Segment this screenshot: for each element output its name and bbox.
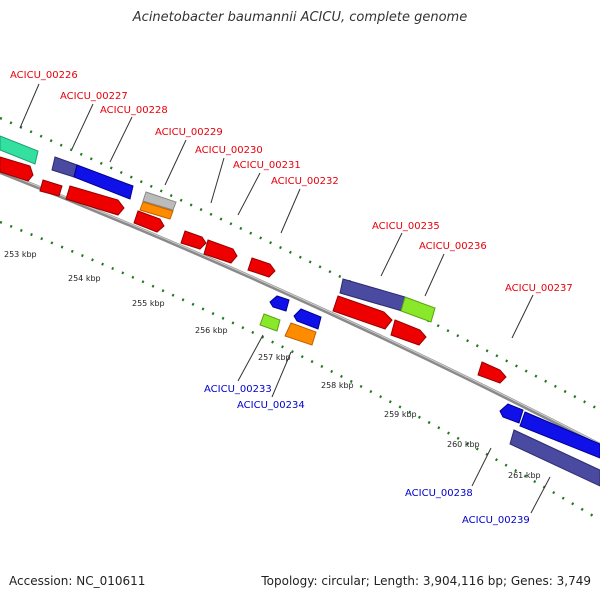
gene-feature[interactable] — [284, 322, 317, 346]
kbp-tick-label: 255 kbp — [132, 299, 165, 308]
leader-line — [530, 476, 551, 514]
gene-feature[interactable] — [180, 230, 207, 250]
leader-line — [19, 83, 40, 129]
kbp-tick-label: 257 kbp — [258, 353, 291, 362]
leader-line — [271, 351, 292, 398]
gene-label[interactable]: ACICU_00235 — [372, 221, 440, 232]
gene-feature[interactable] — [269, 295, 290, 312]
gene-label[interactable]: ACICU_00238 — [405, 488, 473, 499]
gene-feature[interactable] — [0, 156, 34, 182]
kbp-tick-label: 261 kbp — [508, 471, 541, 480]
inner-dotted-track — [0, 220, 600, 522]
kbp-tick-label: 258 kbp — [321, 381, 354, 390]
gene-feature[interactable] — [519, 411, 600, 459]
kbp-tick-label: 259 kbp — [384, 410, 417, 419]
leader-line — [164, 139, 187, 186]
gene-label[interactable]: ACICU_00228 — [100, 105, 168, 116]
kbp-tick-label: 253 kbp — [4, 250, 37, 259]
gene-label[interactable]: ACICU_00232 — [271, 176, 339, 187]
gene-feature[interactable] — [400, 296, 436, 323]
gene-feature[interactable] — [477, 361, 507, 384]
kbp-tick-label: 254 kbp — [68, 274, 101, 283]
gene-feature[interactable] — [293, 308, 322, 330]
kbp-tick-label: 256 kbp — [195, 326, 228, 335]
gene-label[interactable]: ACICU_00230 — [195, 145, 263, 156]
kbp-tick-label: 260 kbp — [447, 440, 480, 449]
gene-feature[interactable] — [390, 319, 427, 346]
leader-line — [237, 172, 261, 216]
gene-label[interactable]: ACICU_00231 — [233, 160, 301, 171]
gene-label[interactable]: ACICU_00237 — [505, 283, 573, 294]
gene-feature[interactable] — [133, 210, 165, 233]
gene-label[interactable]: ACICU_00236 — [419, 241, 487, 252]
gene-feature[interactable] — [51, 156, 78, 178]
gene-feature[interactable] — [509, 429, 600, 487]
reverse-gene-labels: ACICU_00233 ACICU_00234 ACICU_00238 ACIC… — [204, 384, 530, 526]
gene-label[interactable]: ACICU_00226 — [10, 70, 78, 81]
gene-feature[interactable] — [332, 295, 393, 330]
gene-feature[interactable] — [73, 164, 134, 200]
backbone-line — [0, 170, 600, 447]
reverse-leader-lines — [237, 334, 551, 514]
gene-feature[interactable] — [247, 257, 276, 278]
accession-text: Accession: NC_010611 — [9, 574, 146, 588]
gene-feature[interactable] — [65, 185, 125, 216]
gene-feature[interactable] — [139, 201, 174, 220]
gene-label[interactable]: ACICU_00234 — [237, 400, 305, 411]
leader-line — [280, 188, 301, 234]
gene-label[interactable]: ACICU_00229 — [155, 127, 223, 138]
leader-line — [210, 157, 225, 204]
leader-line — [237, 334, 264, 382]
leader-line — [71, 103, 94, 150]
leader-line — [424, 253, 445, 297]
forward-gene-labels: ACICU_00226 ACICU_00227 ACICU_00228 ACIC… — [10, 70, 573, 294]
outer-dotted-track — [0, 116, 600, 412]
leader-line — [471, 447, 492, 487]
gene-feature[interactable] — [203, 239, 238, 264]
map-title: Acinetobacter baumannii ACICU, complete … — [132, 10, 468, 25]
gene-feature[interactable] — [142, 191, 177, 211]
gene-feature[interactable] — [39, 179, 63, 197]
topology-text: Topology: circular; Length: 3,904,116 bp… — [261, 574, 591, 588]
leader-line — [511, 294, 534, 339]
outer-dotted-track-line — [0, 116, 600, 412]
gene-feature[interactable] — [0, 135, 39, 165]
leader-line — [109, 116, 133, 163]
leader-line — [380, 232, 403, 277]
gene-feature[interactable] — [499, 403, 524, 424]
gene-label[interactable]: ACICU_00239 — [462, 515, 530, 526]
forward-leader-lines — [19, 83, 534, 339]
kbp-tick-labels: 253 kbp 254 kbp 255 kbp 256 kbp 257 kbp … — [4, 250, 541, 480]
gene-label[interactable]: ACICU_00227 — [60, 91, 128, 102]
gene-feature[interactable] — [259, 313, 281, 332]
gene-label[interactable]: ACICU_00233 — [204, 384, 272, 395]
